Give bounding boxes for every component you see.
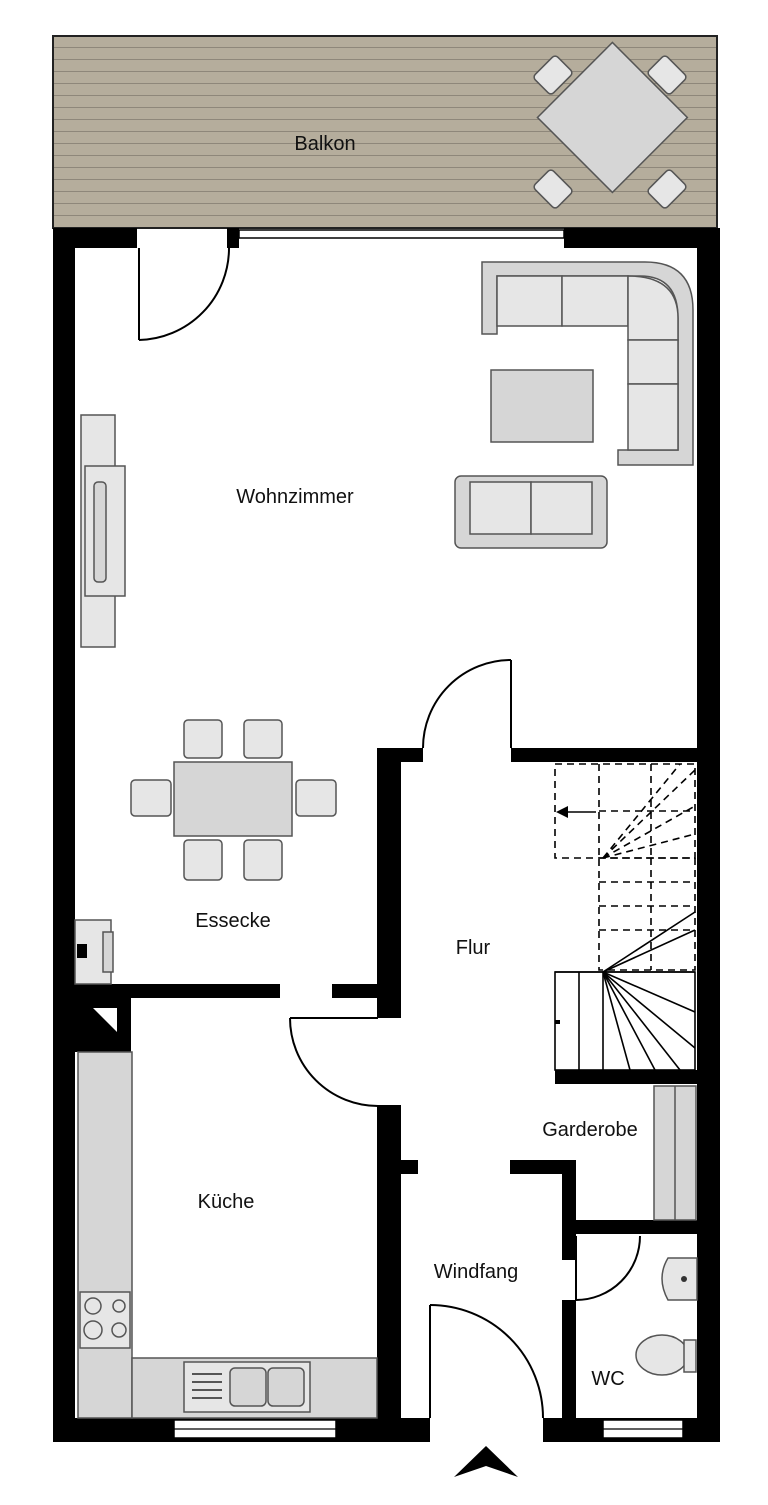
wc-fixtures xyxy=(635,1257,698,1376)
kitchen-furniture xyxy=(77,1008,378,1419)
balcony xyxy=(52,35,718,229)
room-label-windfang: Windfang xyxy=(434,1261,519,1283)
balcony-table-set xyxy=(533,41,689,209)
interior-walls xyxy=(75,748,697,1418)
room-label-balkon: Balkon xyxy=(294,133,355,155)
room-label-wc: WC xyxy=(591,1368,624,1390)
dining-furniture xyxy=(74,719,337,985)
room-label-flur: Flur xyxy=(456,937,491,959)
entrance-arrow-icon xyxy=(454,1446,518,1477)
door-swings xyxy=(138,247,641,1419)
living-room-furniture xyxy=(80,261,694,648)
room-label-garderobe: Garderobe xyxy=(542,1119,638,1141)
wardrobe xyxy=(653,1085,697,1221)
room-label-essecke: Essecke xyxy=(195,910,271,932)
balcony-window xyxy=(238,229,565,239)
staircase xyxy=(554,763,696,1071)
room-label-kueche: Küche xyxy=(198,1191,255,1213)
room-label-wohnzimmer: Wohnzimmer xyxy=(236,486,354,508)
